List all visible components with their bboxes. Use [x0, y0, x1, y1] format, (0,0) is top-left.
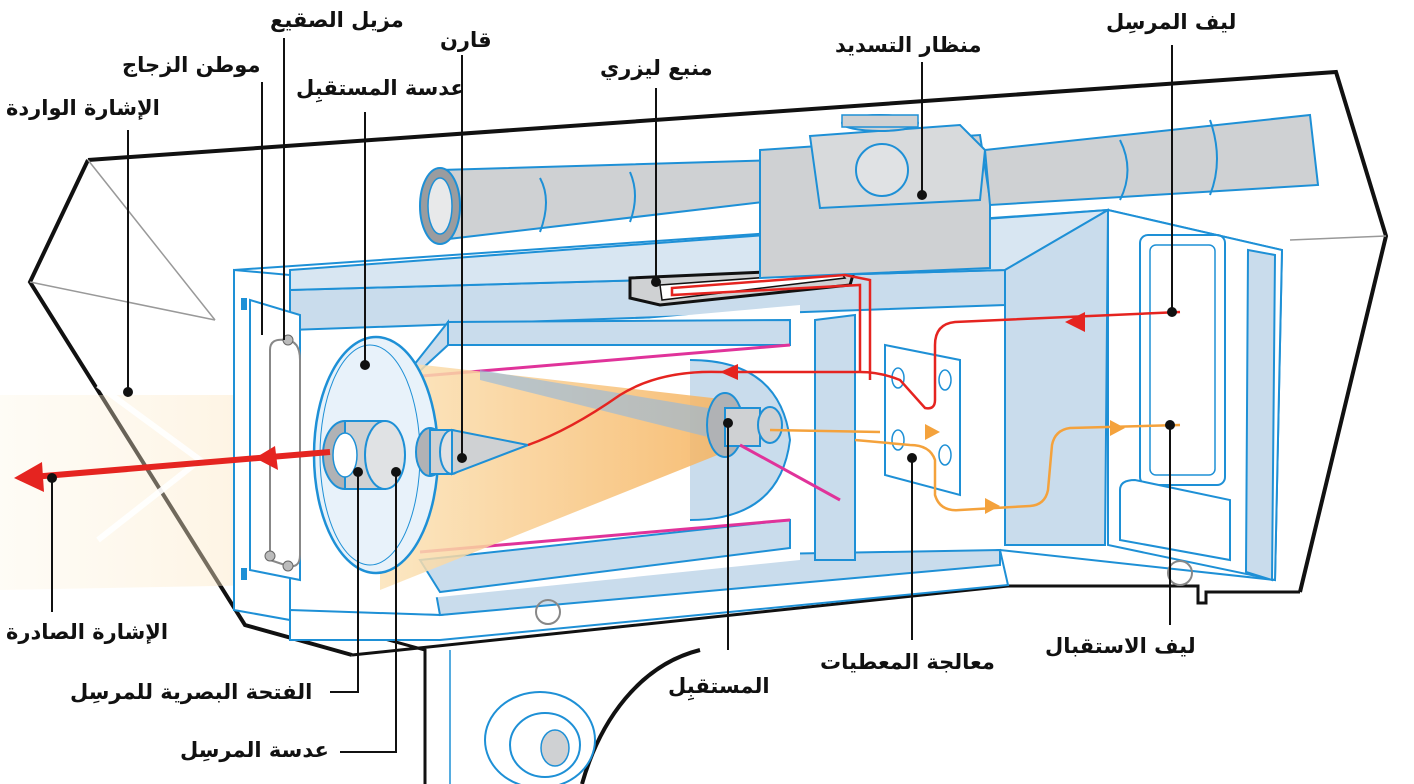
label-heat-remover: مزيل الصقيع: [270, 8, 404, 32]
label-comparator: قارن: [440, 28, 492, 52]
label-receiver: المستقبِل: [668, 674, 770, 698]
transmit-chevron-2: [720, 364, 738, 380]
label-laser-source: منبع ليزري: [600, 56, 713, 80]
leader-lines: [51, 38, 1173, 753]
label-incoming-signal: الإشارة الواردة: [6, 96, 160, 120]
mount-base: [449, 560, 1193, 784]
scope-assembly: [419, 113, 1320, 280]
label-outgoing-signal: الإشارة الصادرة: [6, 620, 169, 644]
transmitter-optics: [322, 420, 532, 490]
receive-chevron-3: [925, 424, 940, 440]
label-transmitter-fiber: ليف المرسِل: [1106, 10, 1237, 34]
glass-housing-panel: [233, 268, 301, 622]
label-transmitter-aperture: الفتحة البصرية للمرسِل: [70, 680, 313, 704]
label-data-processor: معالجة المعطيات: [820, 650, 995, 674]
label-glass-housing: موطن الزجاج: [122, 53, 261, 77]
label-receiver-lens: عدسة المستقبِل: [296, 76, 465, 100]
striped-beam: [480, 370, 720, 440]
receive-chevron-1: [1110, 420, 1125, 436]
transmit-chevron-3: [255, 446, 278, 470]
leader-dots: [47, 190, 1177, 483]
label-transmitter-lens: عدسة المرسِل: [180, 738, 329, 762]
transmit-path: [527, 273, 1181, 447]
receive-chevron-2: [985, 498, 1000, 514]
transmit-chevron-1: [1065, 312, 1085, 332]
outgoing-arrowhead: [14, 462, 44, 492]
outgoing-arrow: [19, 449, 331, 481]
label-scope: منظار التسديد: [835, 33, 982, 57]
label-receiver-fiber: ليف الاستقبال: [1045, 634, 1196, 658]
